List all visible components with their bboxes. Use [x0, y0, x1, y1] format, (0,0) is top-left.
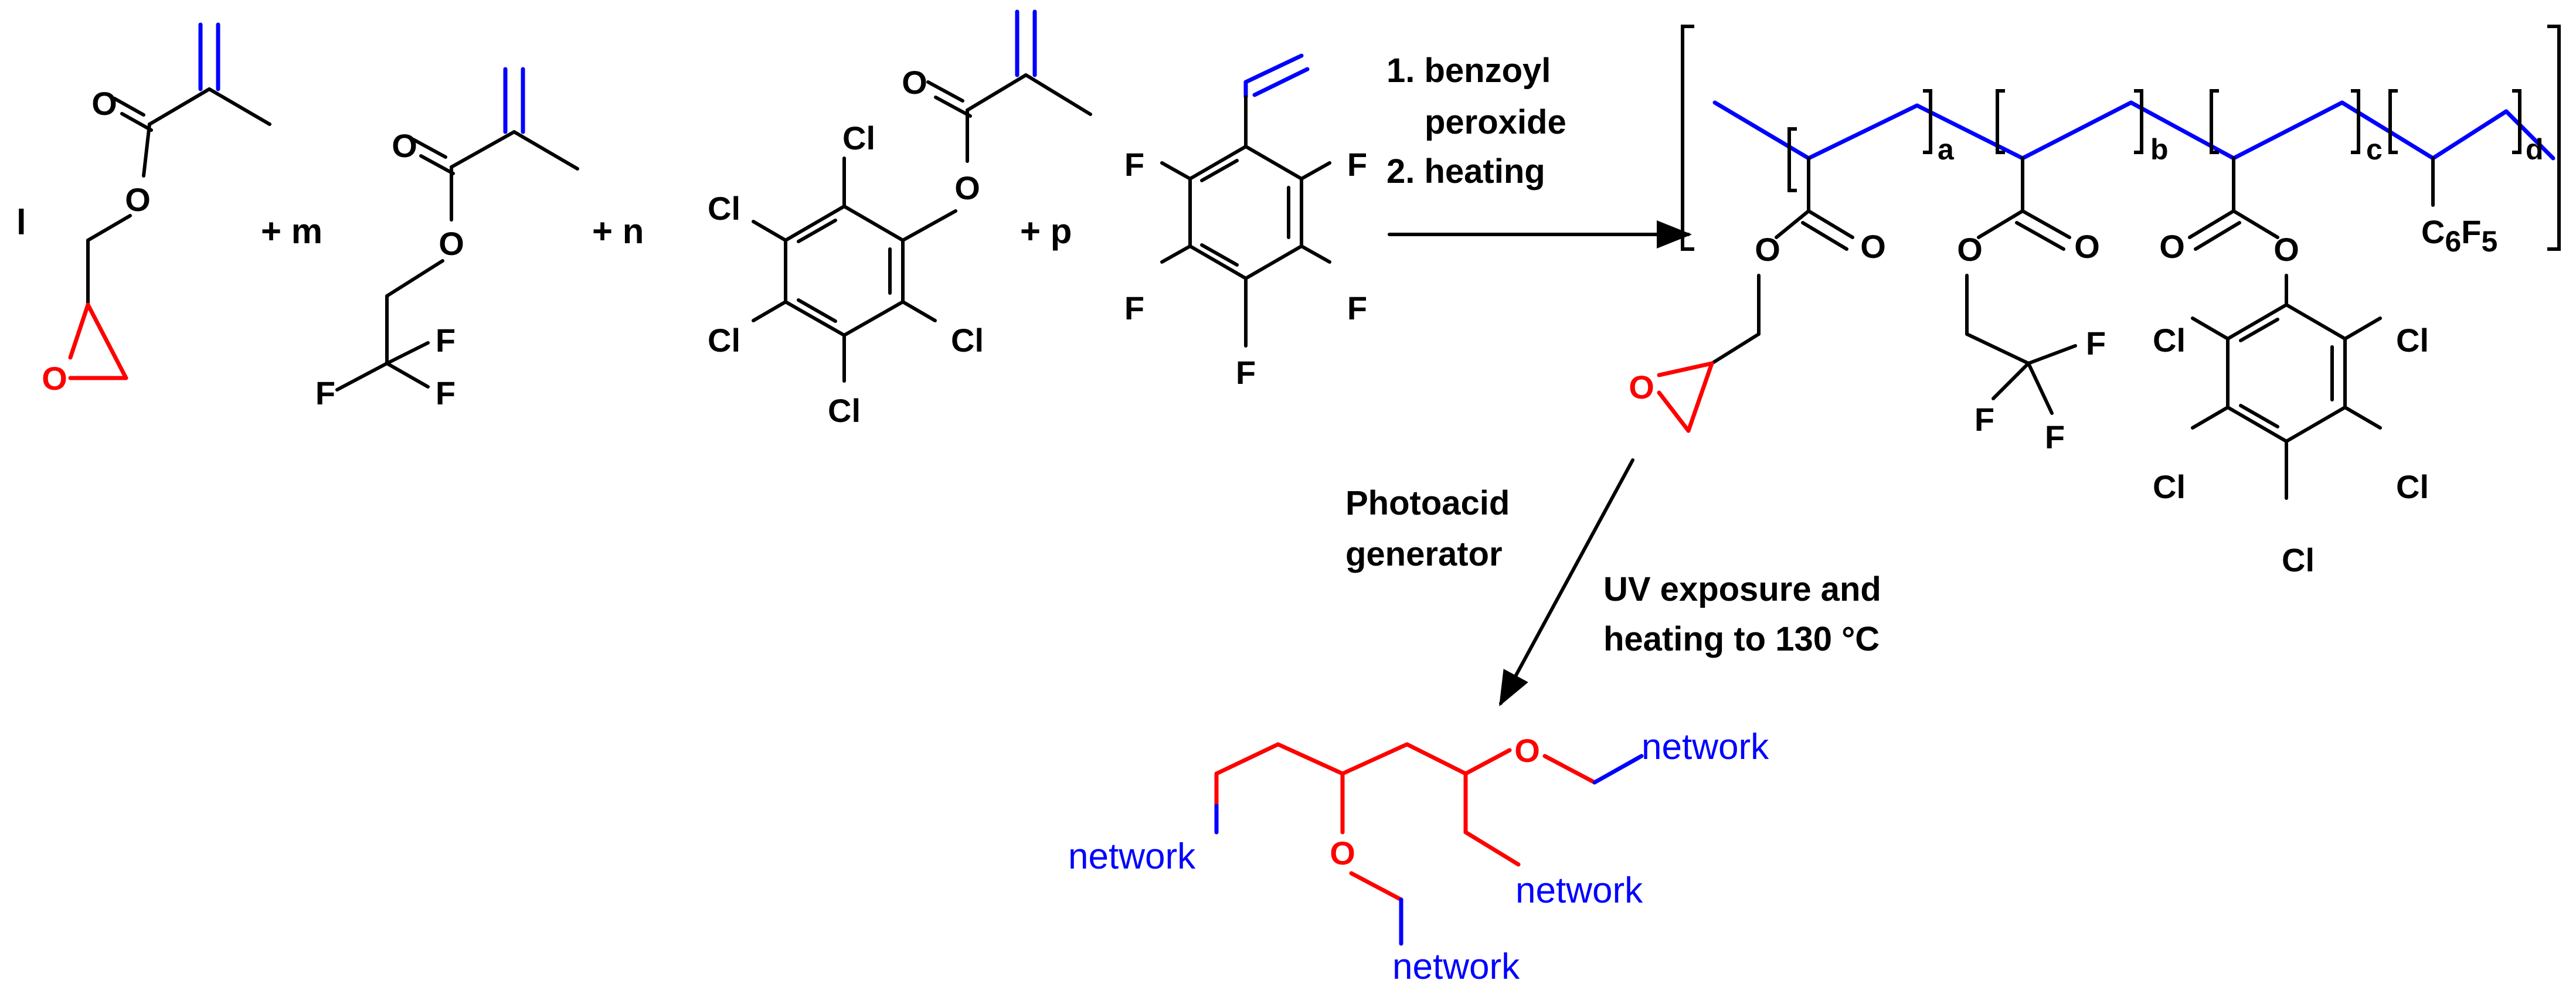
- fluorine: F: [1975, 401, 1994, 438]
- carbonyl-oxygen: O: [2074, 228, 2100, 265]
- fluorine: F: [2045, 418, 2065, 455]
- chlorine: Cl: [951, 322, 984, 359]
- carbonyl-oxygen: O: [902, 64, 927, 101]
- chlorine: Cl: [2282, 542, 2315, 578]
- condition-photoacid: Photoacid: [1345, 484, 1510, 522]
- carbonyl-oxygen: O: [2159, 228, 2185, 265]
- ester-oxygen: O: [954, 169, 980, 206]
- condition-uv-exposure: UV exposure and: [1603, 570, 1881, 608]
- network-label-left: network: [1068, 836, 1196, 877]
- chlorine: Cl: [2396, 468, 2429, 505]
- epoxide-oxygen: O: [1629, 369, 1654, 406]
- coefficient-p: + p: [1020, 212, 1072, 251]
- carbonyl-oxygen: O: [1860, 228, 1886, 265]
- condition-step-2: 2. heating: [1386, 152, 1545, 190]
- fluorine: F: [315, 375, 335, 411]
- coefficient-l: l: [16, 203, 26, 242]
- coefficient-m: + m: [261, 212, 322, 251]
- ether-oxygen: O: [1514, 732, 1540, 769]
- condition-generator: generator: [1345, 535, 1503, 573]
- ether-oxygen: O: [1330, 835, 1355, 872]
- ester-oxygen: O: [1957, 231, 1983, 268]
- ester-oxygen: O: [1755, 231, 1780, 268]
- chlorine: Cl: [708, 190, 740, 227]
- fluorine: F: [436, 375, 456, 411]
- ester-oxygen: O: [2273, 231, 2299, 268]
- chlorine: Cl: [842, 120, 875, 156]
- fluorine: F: [1236, 354, 1256, 391]
- condition-step-1: 1. benzoyl: [1386, 52, 1551, 90]
- fluorine-count: 5: [2481, 225, 2497, 258]
- repeat-subscript-b: b: [2150, 133, 2169, 166]
- chlorine: Cl: [2153, 322, 2186, 359]
- repeat-subscript-d: d: [2526, 133, 2544, 166]
- fluorine: F: [1124, 146, 1144, 183]
- fluorine-symbol: F: [2461, 213, 2481, 250]
- monomer-pentachlorophenyl-methacrylate: O O Cl Cl Cl Cl Cl: [708, 9, 1092, 429]
- fluorine: F: [1347, 146, 1367, 183]
- fluorine: F: [1347, 290, 1367, 326]
- ester-oxygen: O: [439, 225, 464, 262]
- network-label-top-right: network: [1642, 727, 1769, 767]
- repeat-subscript-a: a: [1938, 133, 1955, 166]
- fluorine: F: [2086, 325, 2106, 362]
- ester-oxygen: O: [125, 181, 151, 218]
- carbon-count: 6: [2445, 225, 2461, 258]
- fluorine: F: [1124, 290, 1144, 326]
- product-copolymer: a b c d O O O O O F F F: [1629, 25, 2561, 578]
- fluorine: F: [436, 322, 456, 359]
- network-label-right: network: [1515, 870, 1643, 911]
- carbon-symbol: C: [2421, 213, 2445, 250]
- carbonyl-oxygen: O: [91, 85, 117, 122]
- condition-peroxide: peroxide: [1425, 103, 1566, 141]
- carbonyl-oxygen: O: [392, 127, 417, 164]
- condition-heating-temperature: heating to 130 °C: [1603, 620, 1880, 658]
- chlorine: Cl: [2396, 322, 2429, 359]
- monomer-glycidyl-methacrylate: O O O: [42, 22, 271, 397]
- monomer-pentafluorostyrene: F F F F F: [1124, 53, 1367, 391]
- pentafluorophenyl-label: C6F5: [2421, 213, 2497, 258]
- monomer-trifluoroethyl-methacrylate: O O F F F: [315, 67, 579, 411]
- chlorine: Cl: [2153, 468, 2186, 505]
- polyether-network: O O network network network network: [1068, 727, 1769, 987]
- epoxide-oxygen: O: [42, 360, 67, 397]
- repeat-subscript-c: c: [2366, 133, 2383, 166]
- network-label-bottom: network: [1392, 947, 1520, 987]
- curing-arrow: [1499, 458, 1634, 707]
- coefficient-n: + n: [592, 212, 644, 251]
- svg-text:C6F5: C6F5: [2421, 213, 2497, 258]
- chlorine: Cl: [708, 322, 740, 359]
- chlorine: Cl: [828, 392, 861, 429]
